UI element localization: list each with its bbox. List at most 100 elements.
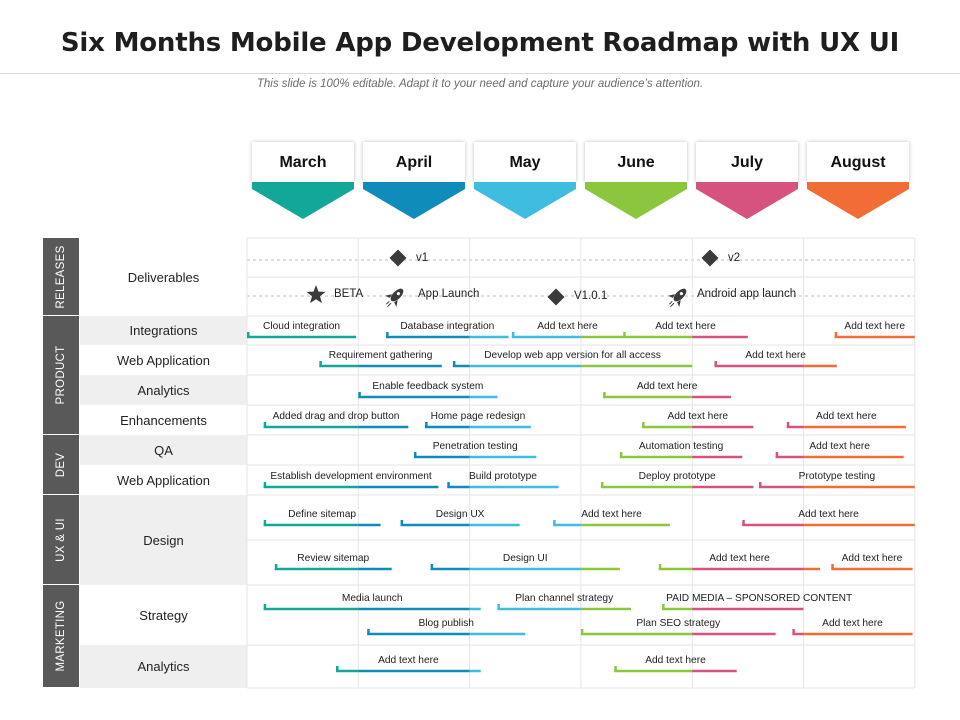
month-june: June (585, 142, 687, 220)
rocket-window (679, 291, 684, 296)
section-label: DEV (55, 452, 67, 477)
task-bar-tick (614, 666, 617, 672)
task-bar (336, 666, 481, 673)
task-bar-tick (786, 422, 790, 428)
release-label: BETA (334, 288, 364, 300)
task-bar (413, 452, 537, 459)
task-bar-tick (642, 422, 645, 428)
task-bar (614, 666, 737, 673)
title-divider (0, 73, 960, 74)
task-bar-segment (263, 523, 359, 527)
task-bar-tick (386, 332, 389, 338)
month-chevron (252, 182, 354, 219)
task-label: Develop web app version for all access (484, 350, 661, 361)
task-bar-segment (469, 425, 531, 429)
section-label: RELEASES (55, 244, 67, 309)
task-bar (263, 604, 481, 611)
row-label-bg (80, 316, 247, 345)
row-label-bg (80, 495, 247, 585)
task-bar-segment (692, 395, 732, 399)
task-label: Add text here (809, 441, 870, 452)
task-bar (580, 629, 776, 636)
task-bar-tick (263, 520, 267, 526)
task-label: Add text here (636, 381, 698, 392)
task-bar-tick (319, 361, 322, 367)
task-bar (831, 564, 913, 571)
release-label: v1 (416, 252, 429, 264)
task-bar-tick (714, 361, 717, 367)
row-label-bg (80, 645, 247, 688)
task-bar-segment (623, 335, 693, 339)
task-bar-segment (447, 485, 470, 489)
task-bar-tick (263, 482, 267, 488)
task-label: Add text here (667, 411, 729, 422)
task-label: Prototype testing (798, 471, 876, 482)
task-bar-segment (619, 455, 693, 459)
row-label: Analytics (137, 382, 190, 398)
task-label: Establish development environment (270, 471, 432, 482)
task-bar-segment (469, 567, 581, 571)
slide-subtitle: This slide is 100% editable. Adapt it to… (256, 78, 704, 90)
task-bar-segment (742, 523, 804, 527)
task-bar (430, 564, 620, 571)
task-bar-tick (623, 332, 626, 338)
task-bar (247, 332, 357, 339)
task-label: Plan channel strategy (515, 593, 614, 604)
task-bar-segment (469, 455, 537, 459)
task-label: Add text here (645, 655, 706, 666)
task-bar-segment (692, 632, 776, 636)
task-bar-tick (447, 482, 450, 488)
task-bar-segment (803, 455, 904, 459)
month-label: August (807, 142, 909, 182)
task-label: Deploy prototype (638, 471, 716, 482)
section-dev: DEV (43, 435, 79, 494)
task-bar-segment (263, 485, 359, 489)
task-bar (619, 452, 743, 459)
month-chevron (696, 182, 798, 219)
task-bar-segment (580, 523, 670, 527)
task-bar (834, 332, 915, 339)
row-label: Web Application (117, 472, 210, 488)
task-label: Add text here (655, 321, 716, 332)
task-bar-segment (497, 607, 581, 611)
diamond-icon (389, 249, 407, 267)
task-label: Blog publish (418, 618, 474, 629)
row-label-bg (80, 405, 247, 435)
row-label-bg (80, 435, 247, 465)
diamond-icon (701, 249, 719, 267)
task-bar-segment (469, 607, 481, 611)
section-ux-ui: UX & UI (43, 495, 79, 584)
task-bar (447, 482, 559, 489)
task-bar-segment (511, 335, 581, 339)
task-label: Add text here (378, 655, 439, 666)
task-bar-tick (603, 392, 606, 398)
task-bar (623, 332, 748, 339)
task-label: Added drag and drop button (272, 411, 400, 422)
rocket-body (673, 288, 687, 302)
task-label: Penetration testing (432, 441, 518, 452)
section-marketing: MARKETING (43, 585, 79, 687)
task-bar-segment (580, 567, 620, 571)
task-bar-segment (758, 485, 804, 489)
task-bar-segment (580, 607, 631, 611)
task-bar-segment (469, 364, 581, 368)
task-bar-tick (792, 629, 795, 635)
task-bar-segment (469, 395, 498, 399)
diamond-icon (547, 288, 565, 306)
month-chevron-shape (474, 182, 576, 219)
task-bar (319, 361, 442, 368)
task-bar-segment (358, 395, 470, 399)
task-bar (497, 604, 631, 611)
task-bar-segment (247, 335, 357, 339)
task-label: Automation testing (638, 441, 724, 452)
task-label: Plan SEO strategy (636, 618, 721, 629)
task-bar-tick (425, 422, 428, 428)
task-bar-tick (742, 520, 745, 526)
month-chevron (585, 182, 687, 219)
task-label: Database integration (400, 321, 495, 332)
task-bar-tick (775, 452, 779, 458)
task-label: Add text here (822, 618, 883, 629)
task-bar (425, 422, 531, 429)
task-bar-segment (662, 607, 693, 611)
task-bar (775, 452, 904, 459)
